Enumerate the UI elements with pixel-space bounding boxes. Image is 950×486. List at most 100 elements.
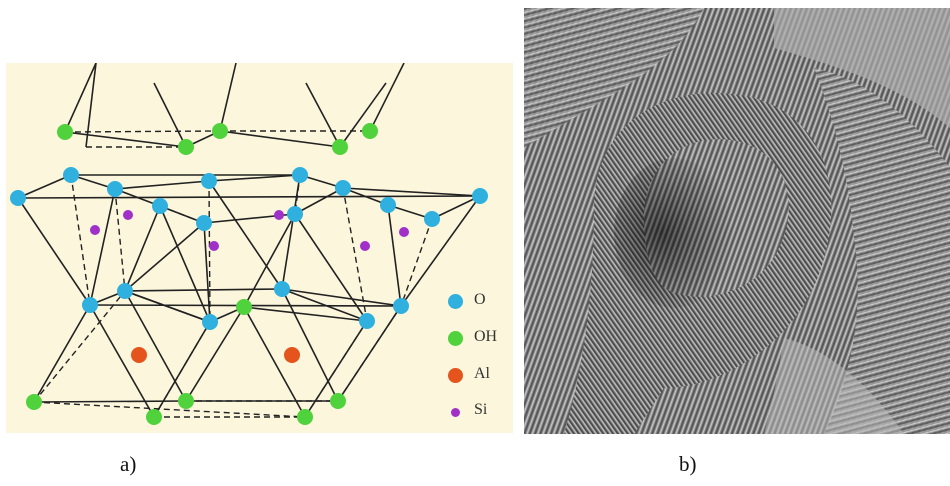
bond-line (124, 290, 211, 323)
bond-line (64, 130, 221, 133)
oh-atom (330, 393, 346, 409)
bond-line (243, 306, 368, 322)
o-atom (117, 283, 133, 299)
bond-line (64, 131, 187, 148)
bond-line (281, 288, 368, 322)
bond-line (219, 130, 341, 148)
sem-micrograph (524, 8, 950, 434)
bond-line (339, 82, 387, 148)
o-atom (359, 313, 375, 329)
bond-line (89, 304, 155, 418)
o-atom (472, 188, 488, 204)
oh-atom-icon (448, 331, 463, 346)
bond-line (304, 320, 368, 418)
bond-line (89, 188, 116, 306)
oh-atom (297, 409, 313, 425)
o-atom (10, 190, 26, 206)
oh-atom (146, 409, 162, 425)
bond-line (114, 180, 210, 190)
bond-line (33, 401, 306, 418)
solid-bonds (17, 62, 481, 418)
bond-line (153, 321, 211, 418)
bond-line (281, 288, 339, 402)
dashed-bonds (33, 130, 433, 418)
si-atom (399, 227, 409, 237)
si-atom (360, 241, 370, 251)
bond-line (400, 218, 433, 307)
o-atom (202, 314, 218, 330)
al-atom (131, 347, 147, 363)
bond-line (124, 222, 205, 292)
bond-line (85, 62, 97, 148)
bond-line (159, 205, 211, 323)
bond-line (387, 204, 402, 307)
si-atom (90, 225, 100, 235)
bond-line (185, 306, 245, 402)
bond-line (281, 288, 402, 307)
si-atom-icon (451, 408, 460, 417)
crystal-structure-diagram: O OH Al Si (6, 62, 513, 433)
bond-line (17, 197, 91, 306)
bond-line (17, 174, 72, 199)
bond-line (159, 205, 205, 224)
oh-atom (178, 393, 194, 409)
o-atom (107, 181, 123, 197)
caption-b: b) (679, 452, 697, 476)
o-atom (63, 167, 79, 183)
caption-a: a) (120, 452, 137, 476)
si-atom (209, 241, 219, 251)
bond-line (124, 205, 161, 292)
o-atom (424, 211, 440, 227)
bond-line (342, 187, 481, 197)
o-atom (274, 281, 290, 297)
bond-line (400, 195, 481, 307)
oh-atom (236, 299, 252, 315)
bond-line (124, 288, 283, 292)
bond-line (17, 195, 481, 199)
bond-line (114, 188, 161, 207)
bond-line (124, 290, 187, 402)
atoms (10, 123, 488, 425)
bond-line (342, 187, 368, 322)
o-atom (201, 173, 217, 189)
oh-atom (212, 123, 228, 139)
bond-line (431, 195, 481, 220)
oh-atom (26, 394, 42, 410)
bond-line (208, 180, 283, 290)
bond-line (70, 174, 91, 306)
si-atom (274, 210, 284, 220)
o-atom (380, 197, 396, 213)
bond-line (153, 82, 187, 148)
al-atom-icon (448, 368, 463, 383)
bond-line (208, 180, 211, 323)
o-atom (152, 198, 168, 214)
oh-atom (57, 124, 73, 140)
o-atom (393, 298, 409, 314)
o-atom (335, 180, 351, 196)
bond-line (243, 213, 296, 308)
bond-line (281, 174, 301, 290)
si-atom (123, 210, 133, 220)
bond-line (114, 188, 126, 292)
o-atom-icon (448, 294, 463, 309)
bond-line (33, 400, 187, 403)
bond-line (342, 187, 389, 206)
bond-line (337, 305, 402, 402)
o-atom (287, 206, 303, 222)
oh-atom (332, 139, 348, 155)
legend-label-o: O (474, 291, 486, 308)
bond-line (33, 304, 91, 403)
bond-line (33, 290, 126, 403)
bond-line (219, 62, 237, 132)
micrograph-svg (524, 8, 950, 434)
bond-line (294, 213, 368, 322)
bond-line (243, 306, 306, 418)
bond-line (64, 62, 97, 133)
legend-label-oh: OH (474, 328, 498, 345)
bond-line (294, 187, 344, 215)
structure-svg (10, 62, 488, 425)
o-atom (82, 297, 98, 313)
al-atom (284, 347, 300, 363)
oh-atom (178, 139, 194, 155)
oh-atom (362, 123, 378, 139)
